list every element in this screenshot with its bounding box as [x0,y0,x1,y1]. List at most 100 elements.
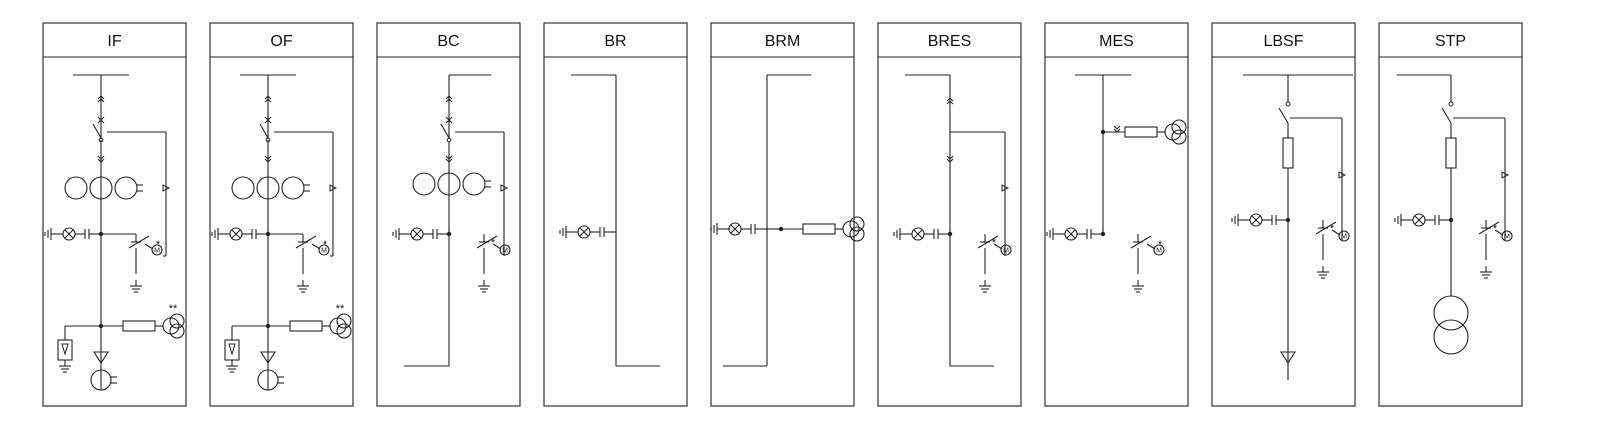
ground-icon [1316,265,1330,279]
annotation-mark: ** [336,303,345,315]
indicator-arrow [500,184,509,192]
panel-bres: BRES M * [877,22,1022,407]
motor-letter: M [502,248,508,255]
current-transformers-icon [231,176,311,200]
switch-blade [1278,107,1289,124]
cable-terminal-triangle [259,351,277,365]
contact-dot [1285,101,1291,107]
cable-terminal-triangle [92,351,110,365]
power-transformer-winding-icon [1433,319,1469,355]
ground-icon [58,359,72,373]
annotation-mark: * [1158,239,1163,251]
fuse-icon [1445,137,1457,169]
voltage-indicator-icon [1394,213,1452,227]
panel-title: BR [604,33,626,50]
panel-frame [543,22,688,407]
panel-title: OF [270,33,292,50]
panel-if: IFM*** [42,22,187,407]
arrester-arrow [61,343,69,356]
panel-title: LBSF [1263,33,1303,50]
panel-frame [1044,22,1189,407]
breaker-blade [92,123,102,139]
ground-icon [296,279,310,293]
plug-contact-icon [1113,125,1121,133]
ground-icon [129,279,143,293]
motor-letter: M [1156,248,1162,255]
voltage-transformer-icon [780,216,865,242]
motor-letter: M [1341,234,1347,241]
x-mark [264,116,272,124]
voltage-indicator-icon [392,227,450,241]
panel-title: MES [1099,33,1134,50]
panel-title: IF [107,33,121,50]
panel-stp: STP M * [1378,22,1523,407]
voltage-indicator-icon [893,227,951,241]
panel-mes: MES M* [1044,22,1189,407]
surge-arrester-icon [57,339,73,361]
panel-title: BC [437,33,459,50]
switch-blade [1441,107,1452,124]
voltage-transformer-icon [267,313,352,339]
annotation-mark: * [323,239,328,251]
x-mark [445,116,453,124]
motor-letter: M [1003,248,1009,255]
voltage-indicator-icon [211,227,269,241]
annotation-mark: * [1330,223,1335,235]
annotation-mark: * [156,239,161,251]
power-transformer-winding-icon [1433,295,1469,331]
panel-frame [1378,22,1523,407]
breaker-blade [440,123,450,139]
annotation-mark: * [992,237,997,249]
voltage-indicator-icon [559,225,617,239]
indicator-arrow [1338,171,1347,179]
ground-icon [1131,279,1145,293]
indicator-arrow [1001,184,1010,192]
indicator-arrow [1501,171,1510,179]
panel-frame [42,22,187,407]
voltage-indicator-icon [710,222,768,236]
panel-br: BR [543,22,688,407]
voltage-transformer-icon [1102,119,1187,145]
ground-icon [1479,265,1493,279]
ground-icon [477,279,491,293]
contact-dot [446,137,452,143]
panel-frame [877,22,1022,407]
panel-bc: BC M * [376,22,521,407]
panel-title: BRES [928,33,972,50]
ground-icon [225,359,239,373]
current-transformers-icon [64,176,144,200]
breaker-blade [259,123,269,139]
voltage-transformer-icon [100,313,185,339]
cable-terminal-triangle [1279,351,1297,365]
panel-of: OFM*** [209,22,354,407]
arrester-arrow [228,343,236,356]
panel-frame [209,22,354,407]
panel-title: BRM [765,33,801,50]
fuse-icon [1282,137,1294,169]
contact-dot [1448,101,1454,107]
voltage-indicator-icon [1231,213,1289,227]
indicator-arrow [329,184,338,192]
motor-letter: M [154,248,160,255]
voltage-indicator-icon [44,227,102,241]
x-mark [97,116,105,124]
current-transformers-icon [412,172,492,196]
panel-brm: BRM [710,22,865,407]
indicator-arrow [162,184,171,192]
voltage-indicator-icon [1046,227,1104,241]
annotation-mark: * [491,237,496,249]
panel-lbsf: LBSF M * [1211,22,1356,407]
motor-letter: M [321,248,327,255]
panel-frame [710,22,855,407]
surge-arrester-icon [224,339,240,361]
panel-frame [376,22,521,407]
motor-letter: M [1504,234,1510,241]
panel-title: STP [1435,33,1466,50]
annotation-mark: * [1493,223,1498,235]
annotation-mark: ** [169,303,178,315]
cable-ct-icon [257,369,279,391]
ground-icon [978,279,992,293]
panel-frame [1211,22,1356,407]
cable-ct-icon [90,369,112,391]
